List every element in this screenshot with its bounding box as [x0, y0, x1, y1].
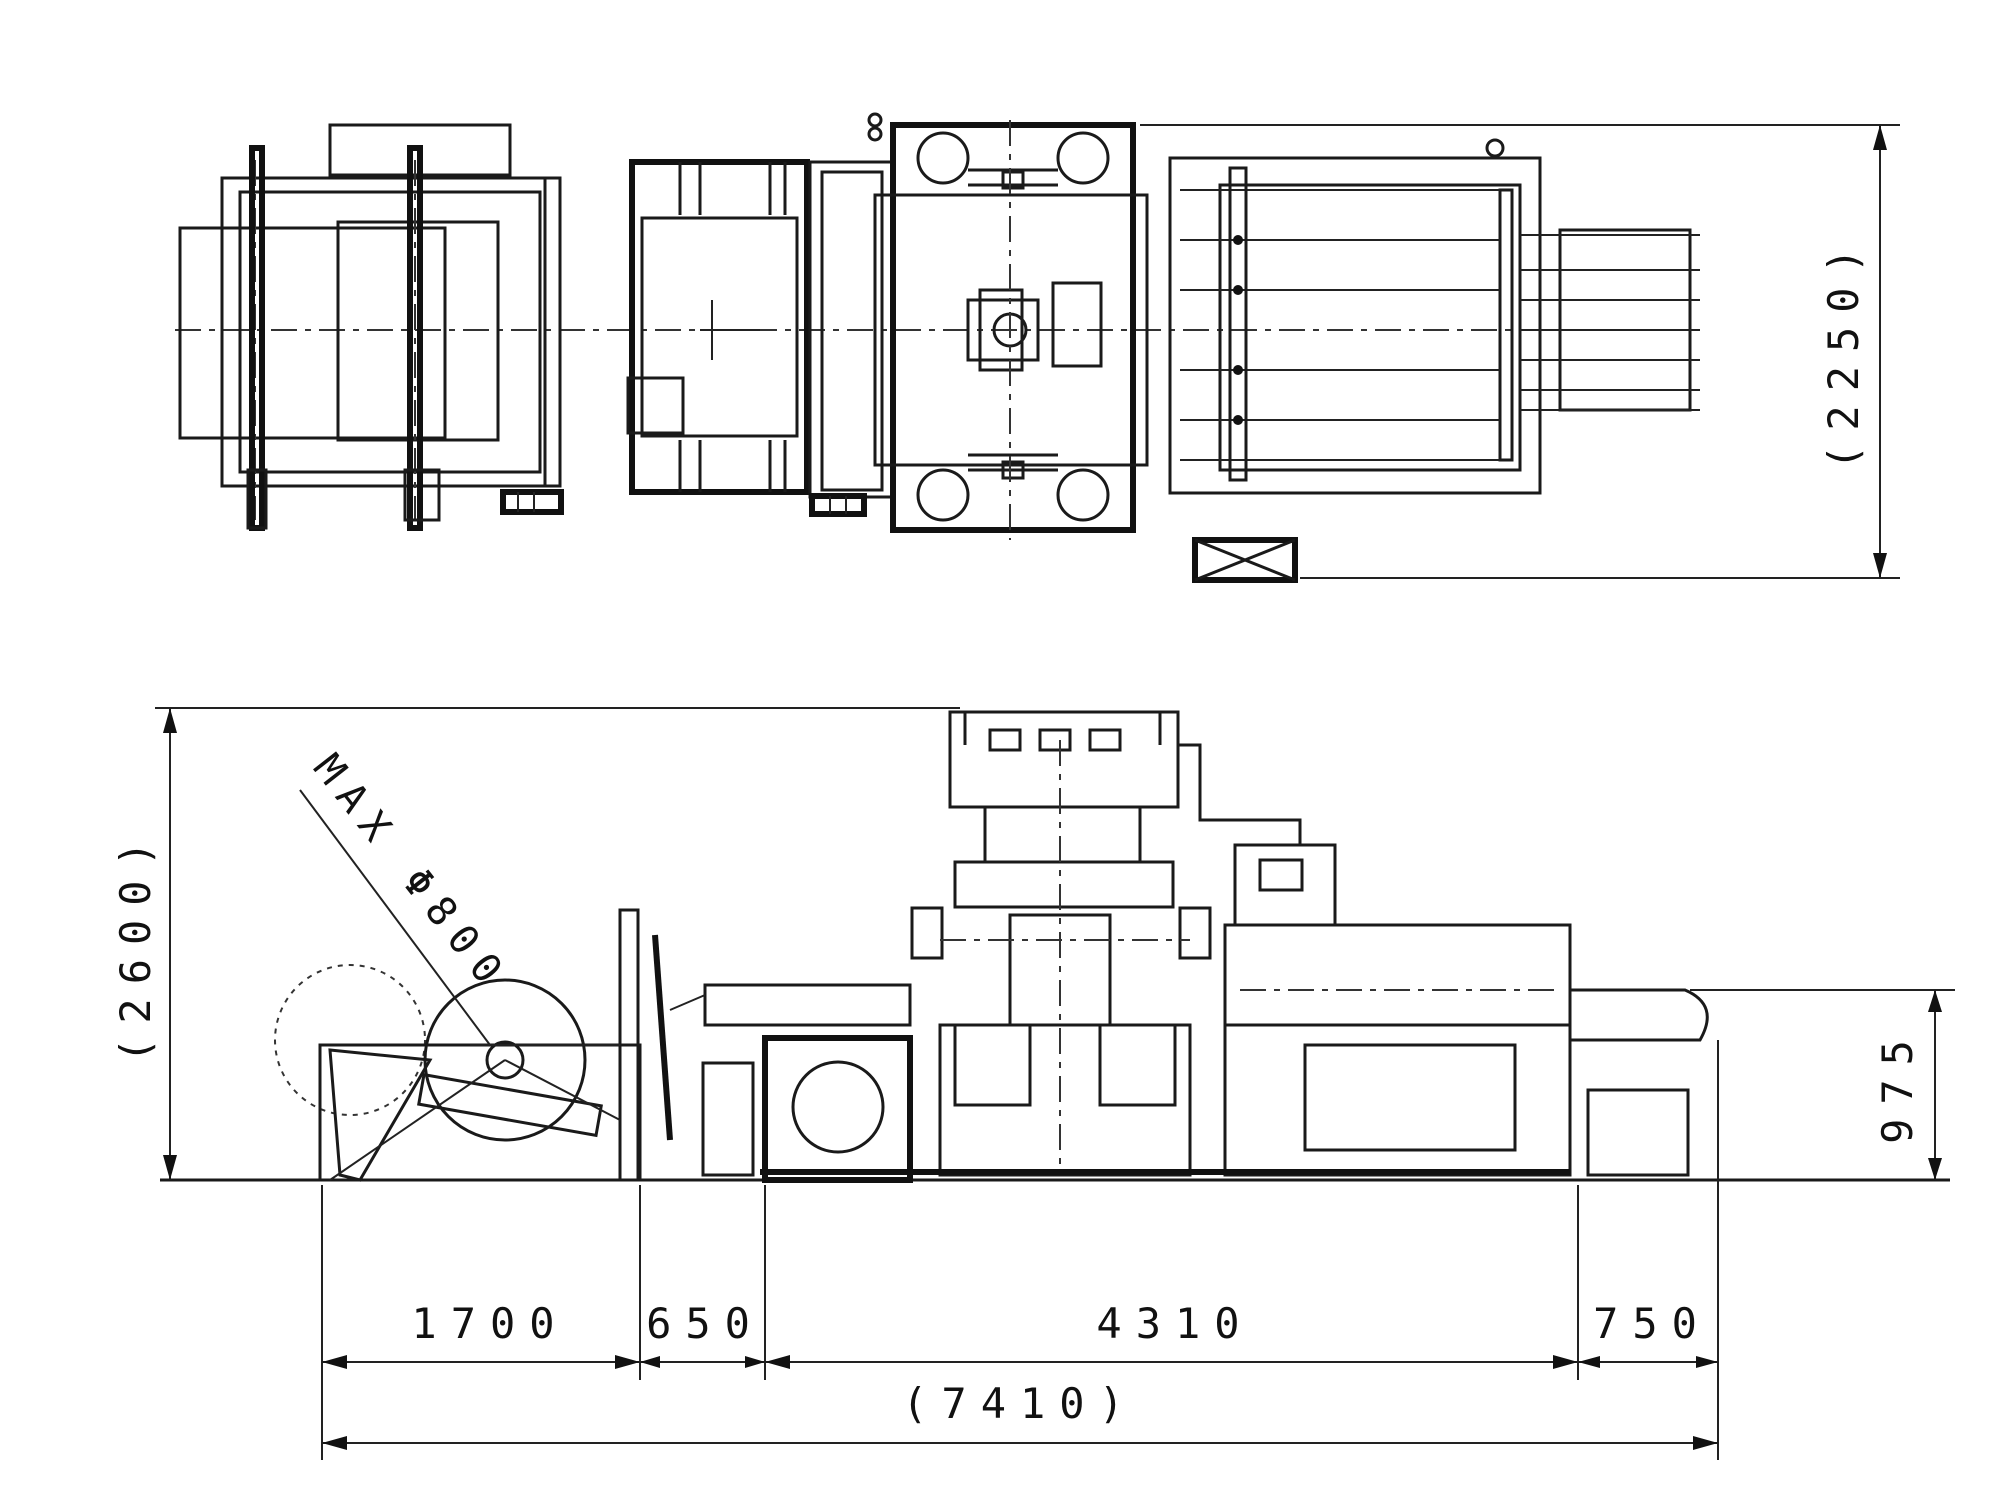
plan-press — [867, 112, 1149, 540]
dimension-table-height: 975 — [1690, 989, 1955, 1180]
seg-gap-label: 650 — [646, 1299, 764, 1348]
side-view: MAX Φ800 — [111, 707, 1955, 1460]
dimension-horizontal: 1700 650 4310 750 (7410) — [321, 1040, 1719, 1460]
plan-view: (2250) — [175, 112, 1900, 583]
table-height-label: 975 — [1873, 1026, 1922, 1144]
plan-conveyor — [1168, 138, 1700, 583]
overall-height-label: (2600) — [111, 827, 160, 1063]
plan-uncoiler — [178, 123, 564, 531]
plan-feeder — [626, 159, 894, 517]
coil-diameter-label: MAX Φ800 — [304, 746, 518, 1002]
side-conveyor — [760, 923, 1709, 1177]
plan-width-label: (2250) — [1819, 234, 1868, 470]
dimension-overall-height: (2600) — [111, 707, 960, 1180]
seg-conveyor-label: 750 — [1593, 1299, 1711, 1348]
side-uncoiler — [274, 789, 673, 1182]
seg-press-label: 4310 — [1096, 1299, 1253, 1348]
side-feeder — [669, 983, 913, 1183]
overall-length-label: (7410) — [902, 1379, 1138, 1428]
dimension-plan-width: (2250) — [1140, 124, 1900, 579]
seg-uncoiler-label: 1700 — [411, 1299, 568, 1348]
side-press — [910, 710, 1337, 1177]
